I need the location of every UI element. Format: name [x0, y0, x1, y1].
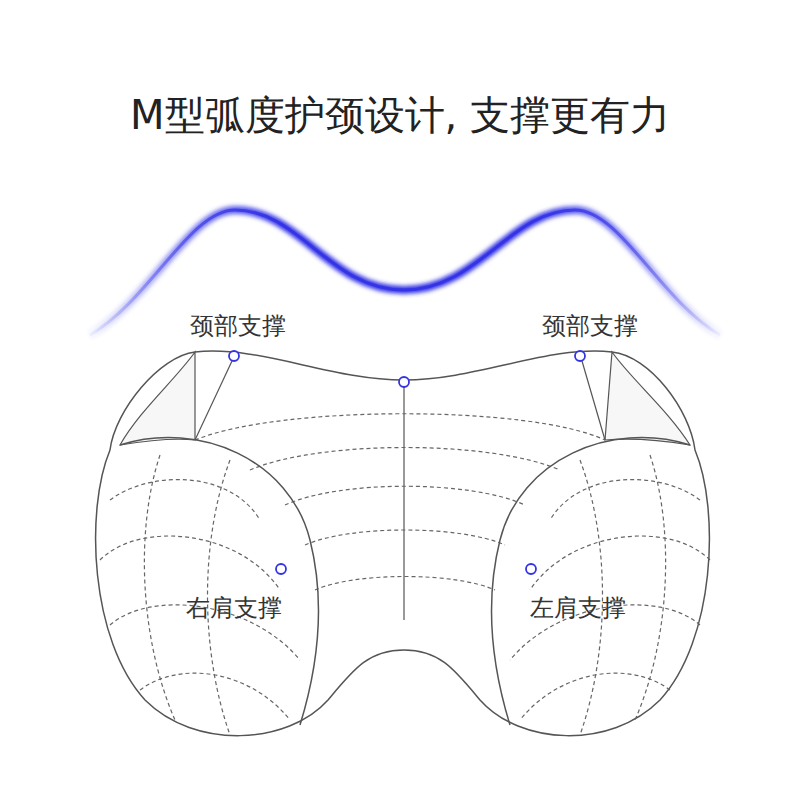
callout-label: 颈部支撑 [542, 310, 638, 342]
callout-label: 颈部支撑 [190, 310, 286, 342]
right-fold [491, 438, 690, 725]
wing-seam [195, 361, 232, 440]
callout-dots [229, 351, 585, 574]
callout-label: 右肩支撑 [186, 592, 282, 624]
title: M型弧度护颈设计, 支撑更有力 [130, 88, 670, 143]
center-seam [403, 387, 404, 620]
quilting [100, 414, 710, 735]
right-wing [605, 352, 690, 445]
pillow-outline [96, 351, 710, 736]
left-wing [120, 352, 195, 445]
left-fold [120, 438, 319, 725]
callout-label: 左肩支撑 [530, 592, 626, 624]
wing-seam [582, 361, 605, 440]
